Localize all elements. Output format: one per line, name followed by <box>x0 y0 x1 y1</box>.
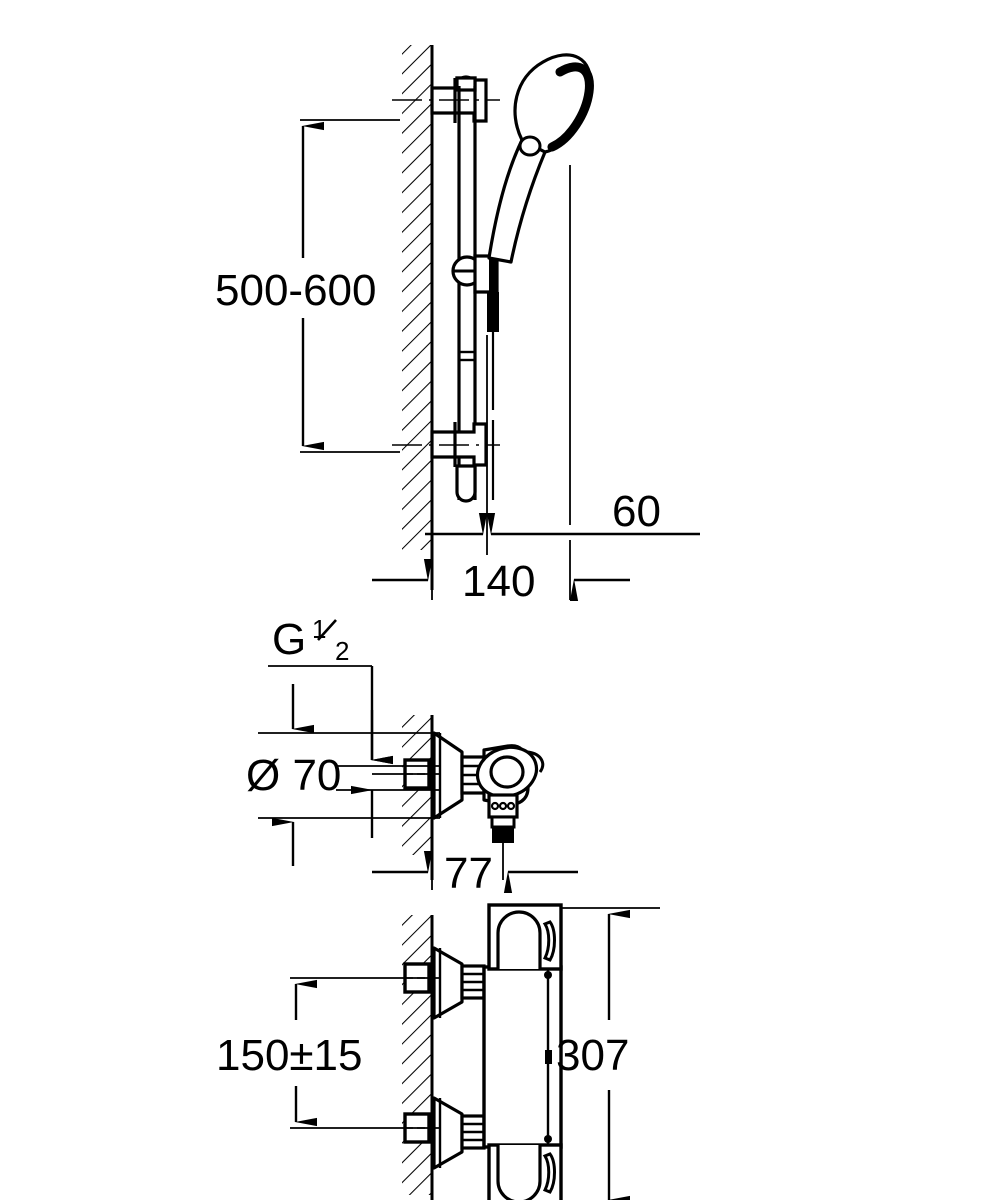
dimension-union-projection: 77 <box>372 838 578 898</box>
thermostat-union-upper <box>460 964 486 1000</box>
dimension-escutcheon-diameter: Ø 70 <box>246 684 440 866</box>
thermostat-centrelines <box>290 977 440 1129</box>
dim-label-union-projection: 77 <box>444 849 493 898</box>
thermostat-escutcheon-lower <box>432 1096 464 1170</box>
thermostat-handle-lower[interactable] <box>487 1143 563 1200</box>
thermostat-escutcheon-upper <box>432 946 464 1020</box>
thermostat-union-lower <box>460 1114 486 1150</box>
rail-joint-rings <box>459 350 475 362</box>
dimension-thread-size: G 1 2 <box>268 614 393 765</box>
dimension-handshower-projection: 60 <box>425 165 700 555</box>
s-union-body <box>475 744 545 806</box>
view-s-union: G 1 2 Ø 70 77 <box>246 614 578 898</box>
escutcheon <box>432 731 464 820</box>
thermostat-handle-upper[interactable] <box>487 903 563 971</box>
dimension-inlet-centres: 150±15 <box>216 979 363 1127</box>
dim-label-rail-height: 500-600 <box>215 266 376 315</box>
view-thermostat: 150±15 307 <box>216 903 660 1200</box>
wall-section-bottom <box>402 915 434 1200</box>
dim-label-escutcheon-diameter: Ø 70 <box>246 751 341 800</box>
dimension-rail-projection: 140 <box>372 510 630 606</box>
hand-shower-holder <box>451 254 499 294</box>
dim-label-thread-g: G <box>272 615 306 664</box>
dimension-overall-length: 307 <box>556 907 660 1200</box>
rail-bottom-cap <box>455 464 477 503</box>
wall-section-middle <box>402 715 434 880</box>
rail-top-cap <box>455 75 477 92</box>
wall-section-top <box>402 45 434 590</box>
dim-label-inlet-centres: 150±15 <box>216 1031 363 1080</box>
thermostat-body <box>482 965 563 1149</box>
dim-label-handshower-projection: 60 <box>612 487 661 536</box>
hand-shower <box>487 53 594 264</box>
dim-label-overall-length: 307 <box>556 1031 629 1080</box>
s-union-centrelines <box>372 773 504 880</box>
dimension-rail-height: 500-600 <box>215 119 400 453</box>
bracket-centrelines <box>392 99 500 446</box>
view-shower-rail: 500-600 140 60 <box>215 45 700 606</box>
s-union-outlet <box>487 793 519 843</box>
dim-label-rail-projection: 140 <box>462 557 535 606</box>
shower-hose <box>487 292 499 500</box>
dim-label-thread-sub: 2 <box>335 636 349 666</box>
